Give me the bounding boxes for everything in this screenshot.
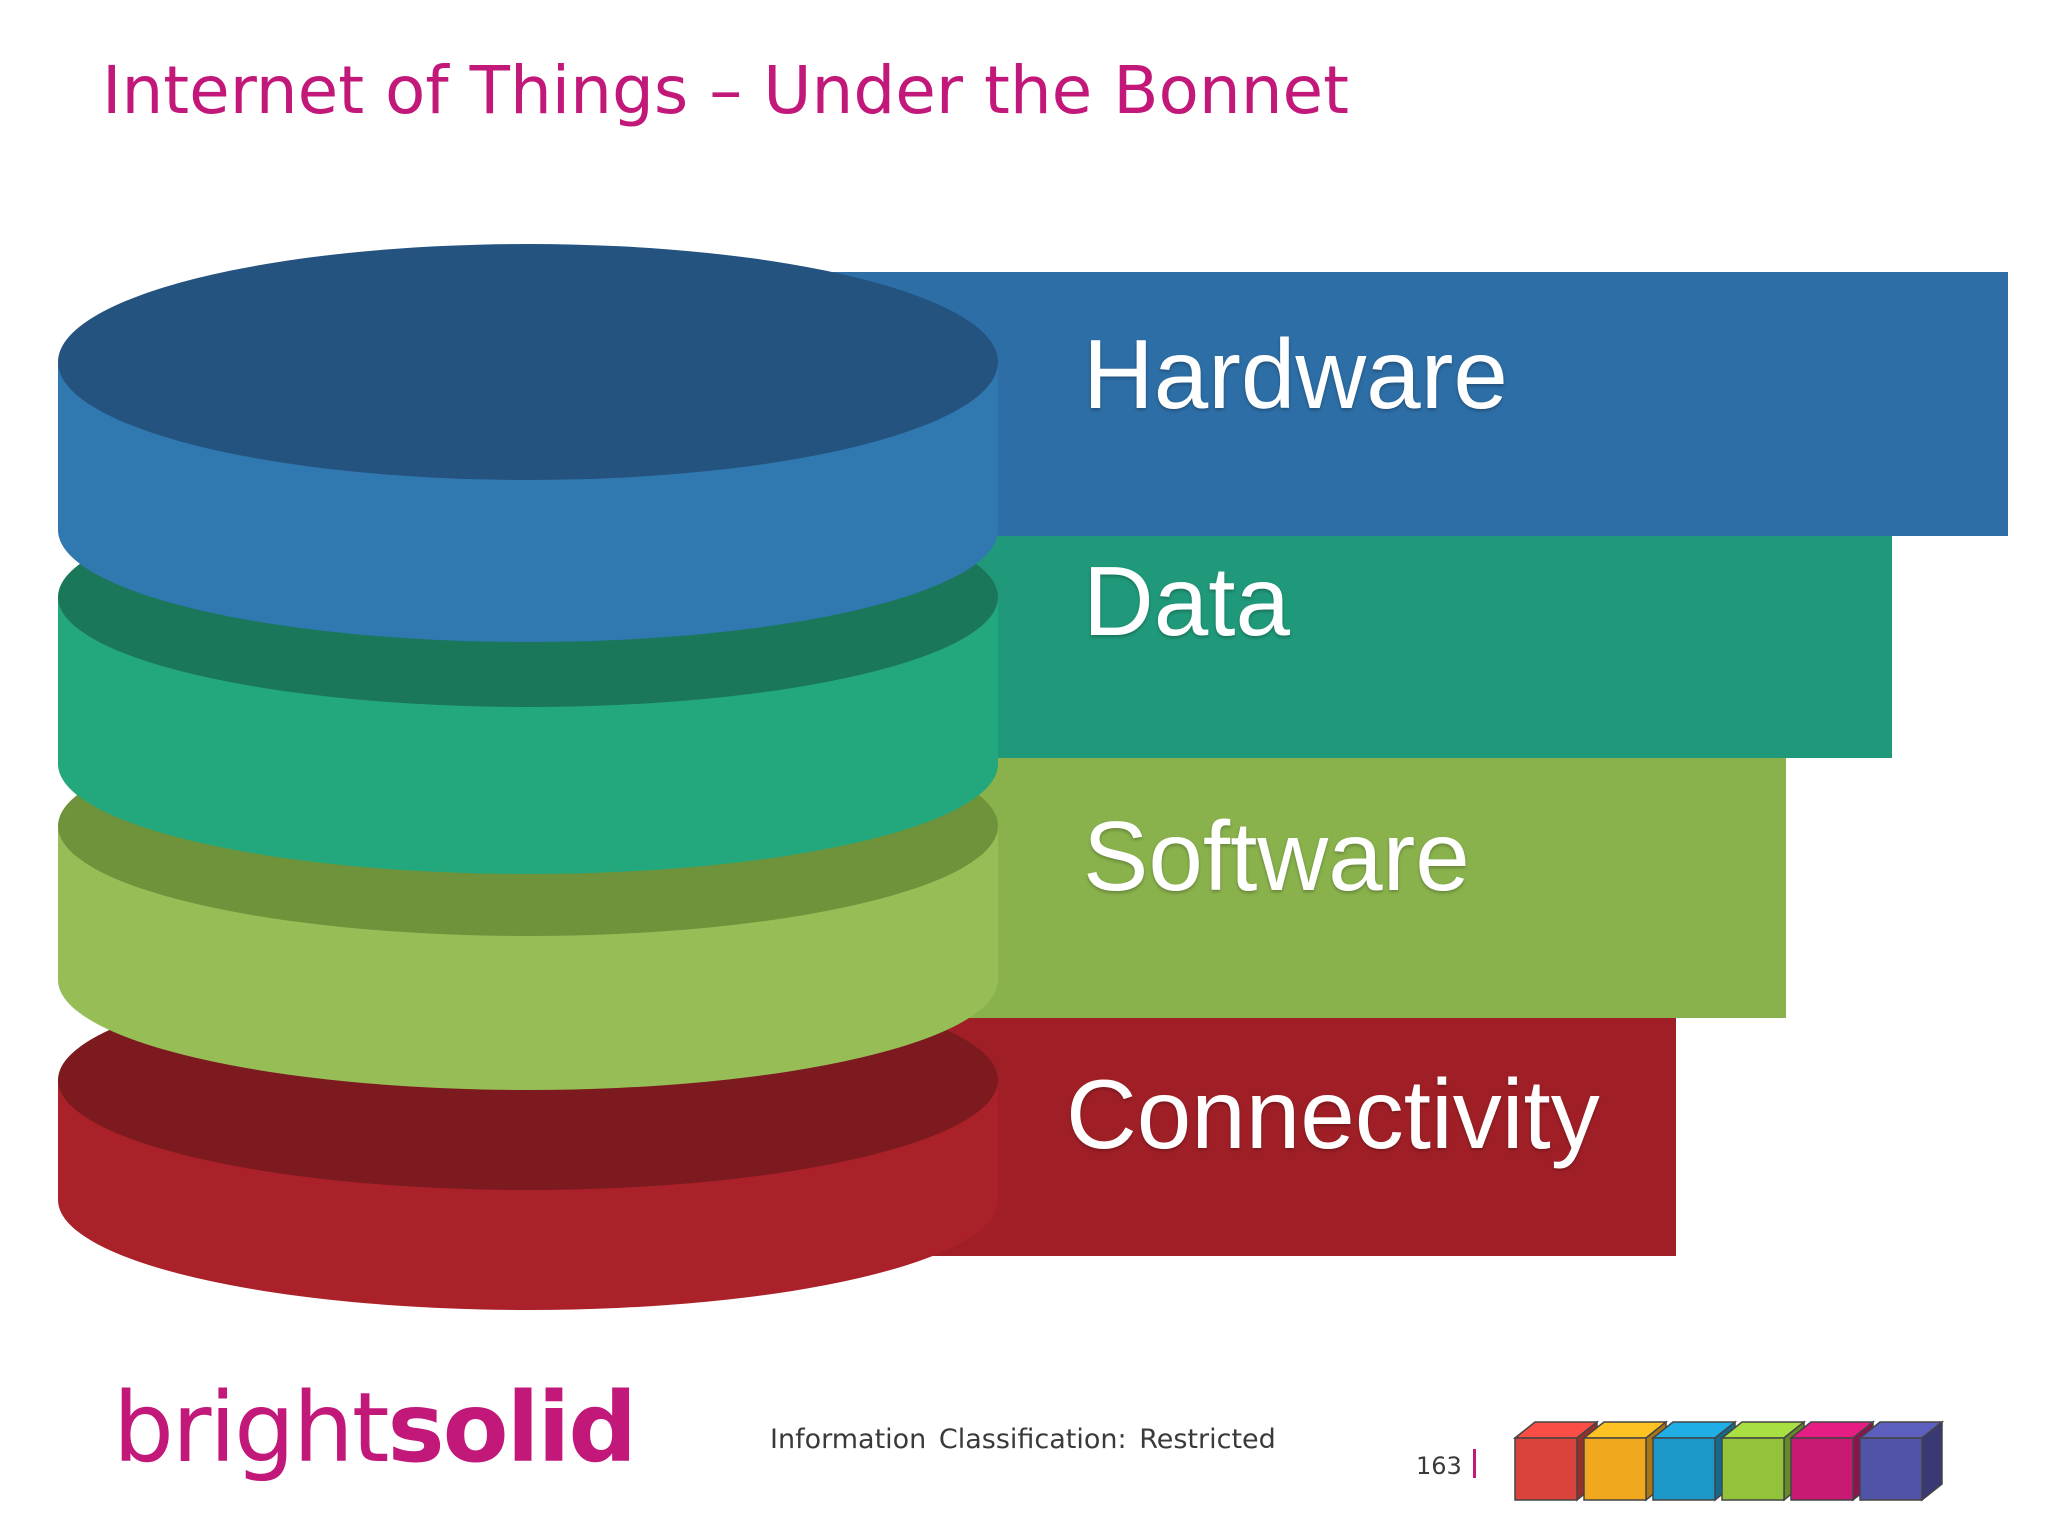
slide-title: Internet of Things – Under the Bonnet <box>102 52 1350 129</box>
layer-label-connectivity: Connectivity <box>1066 1059 1600 1169</box>
brand-cubes-icon <box>1512 1420 1945 1502</box>
logo-text-light: bright <box>113 1372 389 1484</box>
layer-label-software: Software <box>1083 801 1470 911</box>
band-software <box>850 758 1786 1018</box>
layered-stack-diagram <box>58 244 2008 1310</box>
page-number: 163 <box>1416 1452 1462 1480</box>
brightsolid-logo: brightsolid <box>113 1380 637 1476</box>
brand-cube-6 <box>1857 1420 1945 1502</box>
layer-hardware <box>58 244 2008 642</box>
disc-hardware-top <box>58 244 998 480</box>
band-data <box>850 536 1892 758</box>
page-number-divider <box>1473 1449 1476 1478</box>
logo-text-bold: solid <box>387 1372 638 1484</box>
information-classification: Information Classification: Restricted <box>770 1424 1276 1455</box>
layer-label-hardware: Hardware <box>1083 319 1508 429</box>
layer-label-data: Data <box>1083 546 1291 656</box>
